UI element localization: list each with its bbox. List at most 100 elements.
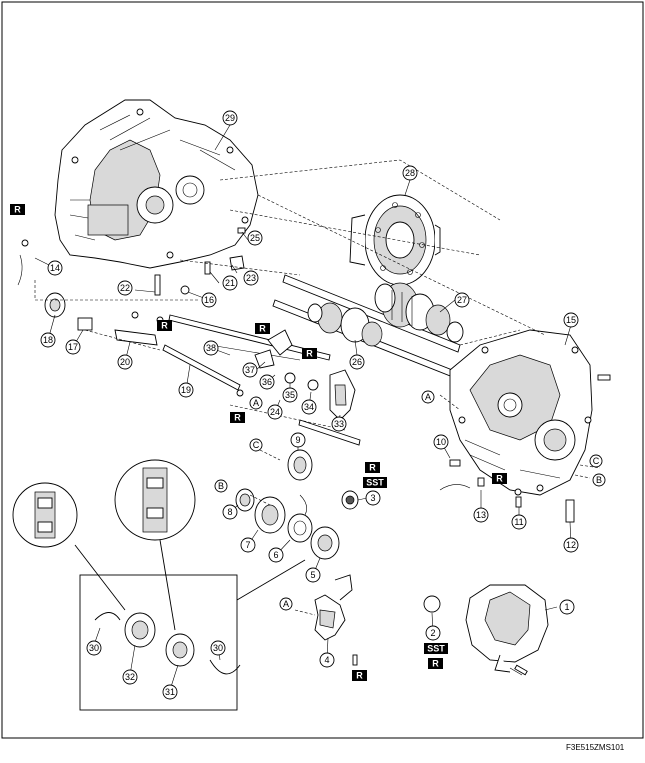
tag-r-9: R [352, 670, 367, 681]
callout-9: 9 [290, 432, 306, 448]
callout-number: 3 [370, 493, 375, 503]
ref-letter-c-2: C [589, 454, 603, 468]
callout-number: 23 [246, 273, 256, 283]
callout-number: 1 [564, 602, 569, 612]
callout-2: 2 [425, 625, 441, 641]
callout-29: 29 [222, 110, 238, 126]
interlock-parts-drawing [236, 329, 319, 397]
callout-number: 11 [514, 517, 523, 527]
tag-label: R [14, 205, 21, 215]
callout-number: 16 [204, 295, 214, 305]
callout-number: 22 [120, 283, 130, 293]
callout-number: 37 [245, 365, 255, 375]
rear-cover-drawing [465, 584, 549, 676]
callout-number: 34 [304, 402, 314, 412]
figure-code: F3E515ZMS101 [566, 743, 625, 752]
rear-cover-bolt-drawing [514, 664, 528, 676]
callout-37: 37 [242, 362, 258, 378]
callout-number: 36 [262, 377, 272, 387]
tag-r-6: R [365, 462, 380, 473]
callout-26: 26 [349, 354, 365, 370]
tag-label: SST [366, 478, 384, 488]
ref-letter: A [253, 398, 259, 408]
shift-fork-4-drawing [314, 574, 353, 641]
callout-number: 12 [566, 540, 576, 550]
callout-number: 25 [250, 233, 260, 243]
callout-14: 14 [47, 260, 63, 276]
callout-36: 36 [259, 374, 275, 390]
shift-rods-drawing [162, 314, 361, 446]
callout-22: 22 [117, 280, 133, 296]
callout-20: 20 [117, 354, 133, 370]
callout-number: 33 [334, 419, 344, 429]
callout-34: 34 [301, 399, 317, 415]
tag-r-1: R [10, 204, 25, 215]
callout-number: 21 [225, 278, 235, 288]
callout-number: 6 [273, 550, 278, 560]
callout-number: 7 [245, 540, 250, 550]
detail-inset-drawing [12, 459, 306, 711]
callout-17: 17 [65, 339, 81, 355]
callout-11: 11 [511, 514, 527, 530]
callout-number: 26 [352, 357, 362, 367]
callout-number: 18 [43, 335, 53, 345]
secondary-shaft-drawing [282, 274, 464, 353]
callout-number: 14 [50, 263, 60, 273]
tag-r-3: R [255, 323, 270, 334]
callout-number: 13 [476, 510, 486, 520]
callout-24: 24 [267, 404, 283, 420]
callout-number: 27 [457, 295, 467, 305]
callout-number: 9 [295, 435, 300, 445]
callout-number: 38 [206, 343, 216, 353]
callout-19: 19 [178, 382, 194, 398]
tag-sst-2: SST [424, 643, 448, 654]
tag-label: R [496, 474, 503, 484]
callout-32: 32 [122, 669, 138, 685]
ref-letter-b-2: B [592, 473, 606, 487]
tag-label: R [161, 321, 168, 331]
callout-number: 32 [125, 672, 135, 682]
ref-letter: A [425, 392, 431, 402]
ref-letter-c-1: C [249, 438, 263, 452]
callout-6: 6 [268, 547, 284, 563]
callout-31: 31 [162, 684, 178, 700]
callout-number: 20 [120, 357, 130, 367]
callout-number: 35 [285, 390, 295, 400]
callout-number: 17 [68, 342, 78, 352]
callout-number: 30 [89, 643, 99, 653]
callout-number: 15 [566, 315, 576, 325]
ref-letter-a-2: A [421, 390, 435, 404]
callout-30-left: 30 [86, 640, 102, 656]
ref-letter: C [253, 440, 260, 450]
callout-21: 21 [222, 275, 238, 291]
ref-letter-a-3: A [279, 597, 293, 611]
tag-label: R [234, 413, 241, 423]
tag-r-2: R [157, 320, 172, 331]
ref-letter-a-1: A [249, 396, 263, 410]
callout-number: 31 [165, 687, 175, 697]
shift-fork-33-drawing [329, 369, 356, 421]
callout-12: 12 [563, 537, 579, 553]
diagram-frame [1, 1, 644, 739]
callout-number: 5 [310, 570, 315, 580]
callout-25: 25 [247, 230, 263, 246]
tag-label: R [306, 349, 313, 359]
callout-38: 38 [203, 340, 219, 356]
callout-number: 28 [405, 168, 415, 178]
tag-r-8: R [428, 658, 443, 669]
callout-number: 19 [181, 385, 191, 395]
callout-33: 33 [331, 416, 347, 432]
clutch-housing-drawing [54, 99, 259, 269]
tag-r-5: R [230, 412, 245, 423]
callout-3: 3 [365, 490, 381, 506]
ref-letter: B [596, 475, 602, 485]
callout-1: 1 [559, 599, 575, 615]
tag-label: SST [427, 644, 445, 654]
tag-label: R [369, 463, 376, 473]
callout-28: 28 [402, 165, 418, 181]
callout-number: 24 [270, 407, 280, 417]
callout-16: 16 [201, 292, 217, 308]
callout-number: 2 [430, 628, 435, 638]
callout-4: 4 [319, 652, 335, 668]
